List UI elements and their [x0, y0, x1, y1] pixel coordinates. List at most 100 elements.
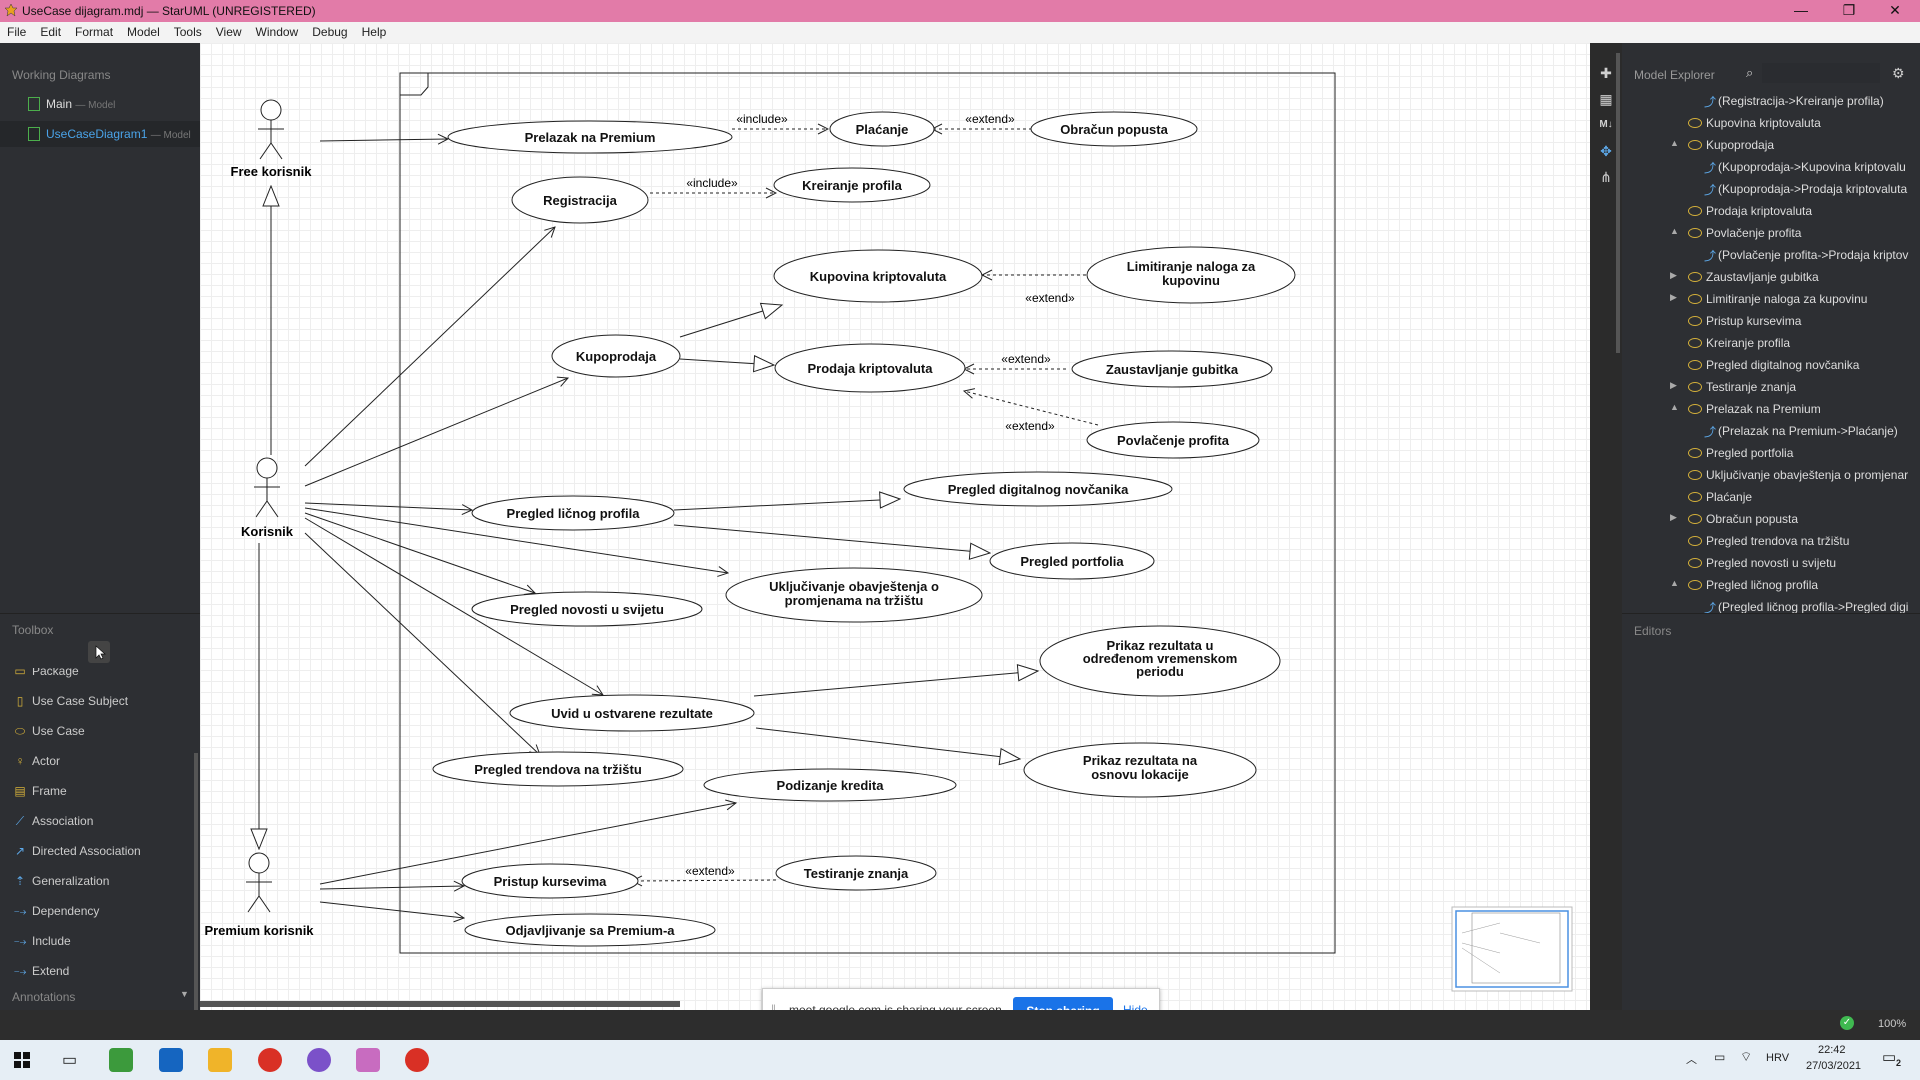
explorer-item[interactable]: ▲Povlačenje profita	[1622, 223, 1920, 243]
toolbox-scrollbar[interactable]	[194, 753, 198, 1011]
select-tool-button[interactable]	[88, 641, 110, 663]
notification-icon[interactable]: ▭	[1882, 1049, 1897, 1066]
explorer-item[interactable]: ⤴(Prelazak na Premium->Plaćanje)	[1622, 421, 1920, 441]
usecase-kreiranje-profila[interactable]: Kreiranje profila	[773, 167, 931, 203]
app-icon-editor[interactable]	[109, 1048, 133, 1072]
explorer-item[interactable]: Prodaja kriptovaluta	[1622, 201, 1920, 221]
explorer-item[interactable]: ▲Kupoprodaja	[1622, 135, 1920, 155]
annotations-header[interactable]: Annotations	[12, 990, 76, 1004]
usecase-kupoprodaja[interactable]: Kupoprodaja	[551, 334, 681, 378]
usecase-podizanje-kredita[interactable]: Podizanje kredita	[703, 768, 957, 802]
battery-icon[interactable]: ▭	[1714, 1050, 1726, 1064]
working-diagram-usecase[interactable]: UseCaseDiagram1 — Model	[0, 121, 200, 147]
usecase-placanje[interactable]: Plaćanje	[829, 111, 935, 147]
vertical-scrollbar[interactable]	[1616, 53, 1620, 353]
usecase-pregled-portfolia[interactable]: Pregled portfolia	[989, 542, 1155, 580]
explorer-item[interactable]: ▶Limitiranje naloga za kupovinu	[1622, 289, 1920, 309]
explorer-item[interactable]: Pristup kursevima	[1622, 311, 1920, 331]
folder-icon[interactable]	[208, 1048, 232, 1072]
expand-arrow-icon[interactable]: ▲	[1670, 578, 1679, 588]
tool-extend[interactable]: ⤍Extend	[14, 964, 69, 979]
explorer-item[interactable]: ▶Testiranje znanja	[1622, 377, 1920, 397]
tool-dependency[interactable]: ⤍Dependency	[14, 904, 99, 919]
menu-tools[interactable]: Tools	[173, 25, 202, 39]
expand-arrow-icon[interactable]: ▶	[1670, 512, 1677, 522]
explorer-item[interactable]: ⤴(Pregled ličnog profila->Pregled digi	[1622, 597, 1920, 613]
tray-chevron-icon[interactable]: ︿	[1686, 1054, 1697, 1066]
explorer-item[interactable]: ▶Zaustavljanje gubitka	[1622, 267, 1920, 287]
explorer-item[interactable]: Pregled portfolia	[1622, 443, 1920, 463]
tool-use-case[interactable]: ⬭Use Case	[14, 724, 85, 739]
usecase-obracun-popusta[interactable]: Obračun popusta	[1030, 111, 1198, 147]
navigator-icon[interactable]: ✥	[1600, 143, 1612, 159]
usecase-pregled-trendova[interactable]: Pregled trendova na tržištu	[432, 751, 684, 787]
usecase-pregled-novcanika[interactable]: Pregled digitalnog novčanika	[903, 471, 1173, 507]
close-button[interactable]: ✕	[1889, 2, 1901, 18]
explorer-item[interactable]: ⤴(Registracija->Kreiranje profila)	[1622, 91, 1920, 111]
drag-handle-icon[interactable]: ‖	[771, 1002, 776, 1016]
actor-premium-korisnik[interactable]	[246, 852, 272, 913]
menu-view[interactable]: View	[215, 25, 242, 39]
system-boundary[interactable]	[399, 72, 1336, 954]
expand-arrow-icon[interactable]: ▶	[1670, 270, 1677, 280]
menu-debug[interactable]: Debug	[312, 25, 348, 39]
canvas-horizontal-scrollbar[interactable]	[200, 1001, 680, 1007]
menu-edit[interactable]: Edit	[40, 25, 62, 39]
share-icon[interactable]: ⋔	[1600, 169, 1612, 185]
tool-association[interactable]: ⟋Association	[14, 814, 94, 829]
explorer-item[interactable]: Pregled novosti u svijetu	[1622, 553, 1920, 573]
usecase-pregled-licnog-profila[interactable]: Pregled ličnog profila	[471, 495, 675, 531]
tool-generalization[interactable]: ⇡Generalization	[14, 874, 109, 888]
usecase-pristup-kursevima[interactable]: Pristup kursevima	[461, 863, 639, 899]
explorer-item[interactable]: Pregled trendova na tržištu	[1622, 531, 1920, 551]
menu-help[interactable]: Help	[361, 25, 387, 39]
usecase-uvid-rezultate[interactable]: Uvid u ostvarene rezultate	[509, 694, 755, 732]
menu-format[interactable]: Format	[75, 25, 114, 39]
expand-arrow-icon[interactable]: ▲	[1670, 226, 1679, 236]
tool-package[interactable]: ▭Package	[14, 668, 78, 678]
usecase-prodaja-kriptovaluta[interactable]: Prodaja kriptovaluta	[774, 343, 966, 393]
tool-use-case-subject[interactable]: ▯Use Case Subject	[14, 694, 128, 708]
task-view-icon[interactable]: ▭	[62, 1052, 78, 1069]
gear-icon[interactable]: ⚙	[1892, 65, 1905, 81]
viber-icon[interactable]	[307, 1048, 331, 1072]
tool-include[interactable]: ⤍Include	[14, 934, 71, 949]
maximize-button[interactable]: ❐	[1842, 2, 1856, 18]
explorer-item[interactable]: Uključivanje obavještenja o promjenar	[1622, 465, 1920, 485]
usecase-zaustavljanje-gubitka[interactable]: Zaustavljanje gubitka	[1071, 350, 1273, 388]
wifi-icon[interactable]: ⌔	[1740, 1049, 1753, 1064]
expand-arrow-icon[interactable]: ▲	[1670, 138, 1679, 148]
chrome-icon[interactable]	[258, 1048, 282, 1072]
usecase-povlacenje-profita[interactable]: Povlačenje profita	[1086, 421, 1260, 459]
usecase-testiranje-znanja[interactable]: Testiranje znanja	[775, 855, 937, 891]
windows-start-icon[interactable]	[14, 1052, 30, 1068]
usecase-registracija[interactable]: Registracija	[511, 176, 649, 224]
usecase-odjavljivanje[interactable]: Odjavljivanje sa Premium-a	[464, 913, 716, 947]
minimize-button[interactable]: —	[1794, 2, 1808, 18]
usecase-pregled-novosti[interactable]: Pregled novosti u svijetu	[471, 591, 703, 627]
explorer-item[interactable]: Pregled digitalnog novčanika	[1622, 355, 1920, 375]
menu-file[interactable]: File	[7, 25, 27, 39]
explorer-item[interactable]: Plaćanje	[1622, 487, 1920, 507]
explorer-item[interactable]: ▲Pregled ličnog profila	[1622, 575, 1920, 595]
explorer-item[interactable]: Kupovina kriptovaluta	[1622, 113, 1920, 133]
expand-arrow-icon[interactable]: ▶	[1670, 380, 1677, 390]
explorer-item[interactable]: ▲Prelazak na Premium	[1622, 399, 1920, 419]
search-input[interactable]	[1762, 63, 1880, 83]
extensions-icon[interactable]: ✚	[1600, 65, 1612, 81]
zoom-level[interactable]: 100%	[1878, 1018, 1907, 1030]
explorer-item[interactable]: ⤴(Povlačenje profita->Prodaja kriptov	[1622, 245, 1920, 265]
explorer-item[interactable]: ⤴(Kupoprodaja->Kupovina kriptovalu	[1622, 157, 1920, 177]
minimap[interactable]	[1451, 906, 1573, 992]
clock-date[interactable]: 27/03/2021	[1806, 1060, 1862, 1072]
markdown-icon[interactable]: M↓	[1599, 119, 1613, 130]
working-diagram-main[interactable]: Main — Model	[0, 91, 200, 117]
usecase-prelazak-na-premium[interactable]: Prelazak na Premium	[447, 120, 733, 154]
chevron-down-icon[interactable]: ▼	[180, 989, 189, 999]
staruml-taskbar-icon[interactable]	[356, 1048, 380, 1072]
layout-icon[interactable]: ▦	[1599, 91, 1613, 107]
expand-arrow-icon[interactable]: ▲	[1670, 402, 1679, 412]
